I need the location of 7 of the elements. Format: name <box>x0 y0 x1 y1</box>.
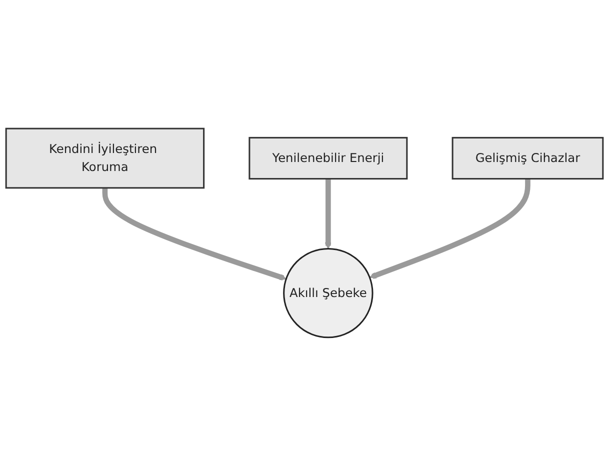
arrow <box>324 178 332 250</box>
node-box: Kendini İyileştiren Koruma <box>5 128 205 189</box>
arrow <box>102 188 286 281</box>
node-box: Gelişmiş Cihazlar <box>452 136 604 180</box>
arrow <box>369 178 530 279</box>
node-box: Yenilenebilir Enerji <box>248 136 408 180</box>
node-circle: Akıllı Şebeke <box>283 248 374 338</box>
